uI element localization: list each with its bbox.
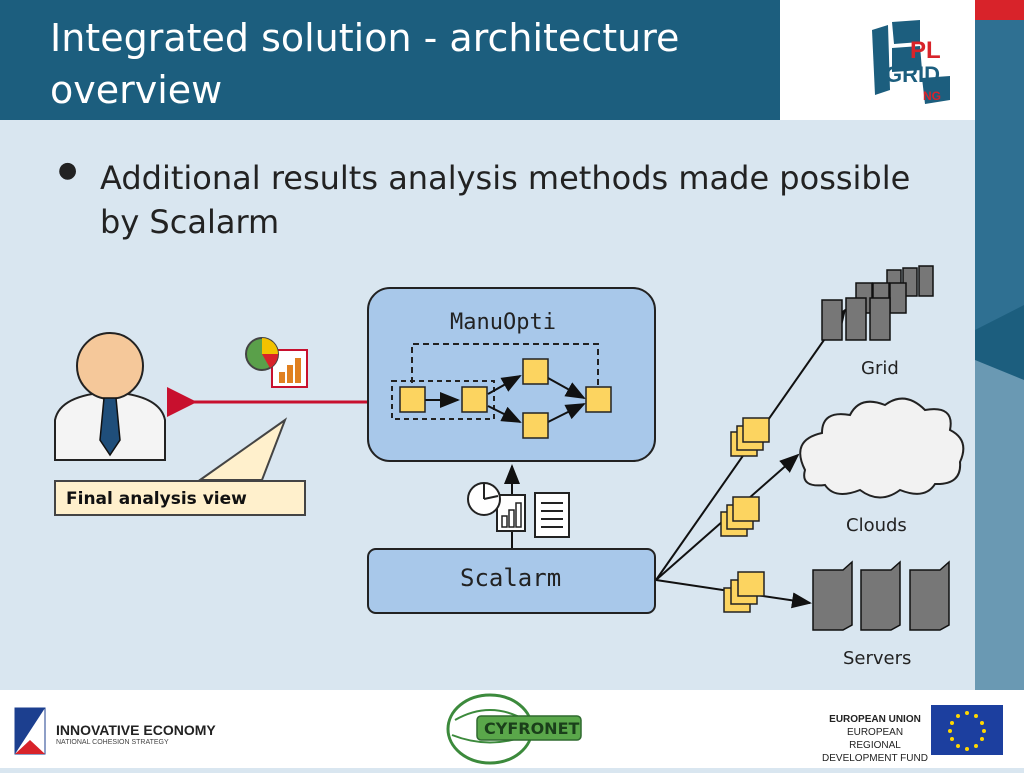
svg-text:CYFRONET: CYFRONET <box>484 719 580 738</box>
eu-fund-text: EUROPEAN UNION EUROPEAN REGIONAL DEVELOP… <box>822 714 928 764</box>
scalarm-label: Scalarm <box>460 564 562 592</box>
slide-title: Integrated solution - architecture overv… <box>50 16 680 112</box>
report-chart-icon <box>245 337 308 388</box>
manuopti-label: ManuOpti <box>450 310 556 335</box>
cyfronet-logo: CYFRONET <box>446 693 582 765</box>
analysis-icons <box>467 482 570 538</box>
cloud-icon <box>799 397 965 499</box>
svg-text:GRID: GRID <box>885 62 940 87</box>
task-stack-servers <box>723 571 765 613</box>
clouds-label: Clouds <box>846 515 907 536</box>
right-decorative-band <box>975 0 1024 690</box>
svg-text:NG: NG <box>923 89 941 103</box>
final-analysis-view-label: Final analysis view <box>54 480 306 516</box>
footer-bar: CYFRONET <box>0 690 1024 768</box>
plgrid-logo: PL GRID NG <box>780 0 975 120</box>
servers-label: Servers <box>843 648 912 669</box>
eu-flag <box>931 705 1003 755</box>
grid-label: Grid <box>861 358 899 379</box>
bullet-text: Additional results analysis methods made… <box>100 159 911 241</box>
innovative-economy-title: INNOVATIVE ECONOMY <box>56 722 216 738</box>
header-bar <box>0 0 780 120</box>
task-stack-grid <box>730 417 770 457</box>
speech-pointer <box>196 417 288 481</box>
innovative-economy-logo <box>14 707 46 755</box>
scalarm-box <box>367 548 656 614</box>
architecture-diagram <box>54 265 965 631</box>
innovative-economy-subtitle: NATIONAL COHESION STRATEGY <box>56 739 169 746</box>
workflow-graph <box>391 343 612 439</box>
task-stack-clouds <box>720 496 760 537</box>
svg-text:PL: PL <box>910 37 941 64</box>
user-icon <box>54 332 166 461</box>
grid-icon <box>821 265 934 341</box>
servers-icon <box>812 560 950 631</box>
red-corner-accent <box>975 0 1024 20</box>
bullet-dot: ● <box>58 158 78 183</box>
